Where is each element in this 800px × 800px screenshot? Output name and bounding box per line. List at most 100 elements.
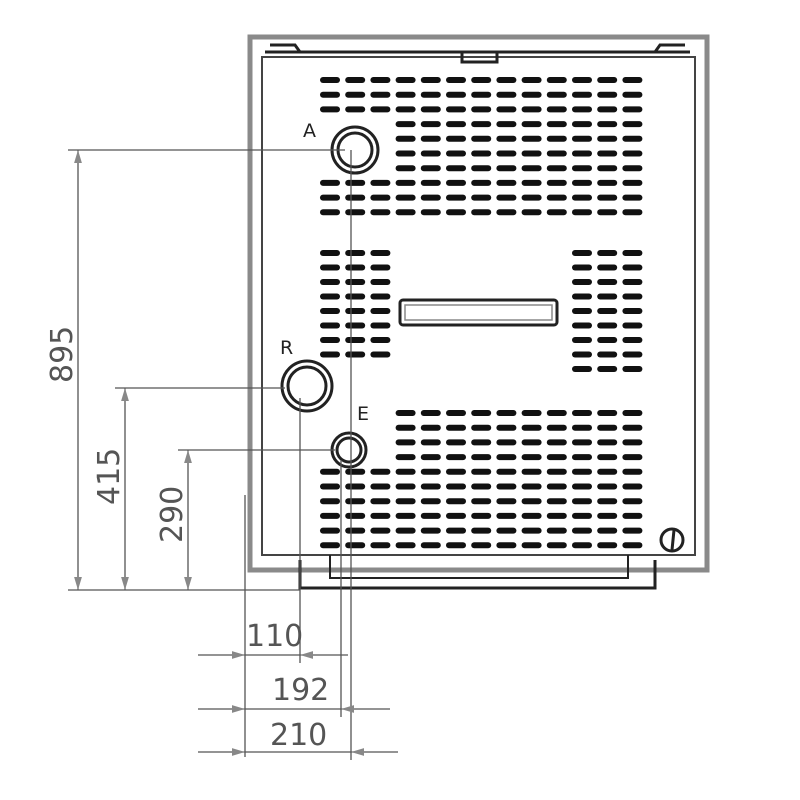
vent-slot — [521, 483, 542, 490]
vent-slot — [496, 483, 517, 490]
vent-slot — [622, 150, 643, 157]
vent-slot — [546, 454, 567, 461]
dimension-290: 290 — [155, 486, 190, 543]
vent-slot — [622, 308, 643, 314]
vent-slot — [572, 279, 592, 285]
vent-slot — [345, 542, 366, 549]
vent-slot — [345, 77, 366, 83]
vent-slot — [572, 209, 592, 216]
vent-slot — [446, 468, 466, 475]
vent-slot — [395, 179, 416, 186]
vent-slot — [622, 121, 643, 128]
vent-slot — [546, 498, 567, 505]
vent-slot — [521, 209, 542, 216]
vent-slot — [420, 91, 441, 98]
vent-slot — [597, 194, 618, 201]
vent-slot — [370, 337, 391, 343]
vent-slot — [622, 483, 643, 490]
vent-slot — [521, 106, 542, 113]
vent-slot — [420, 483, 441, 490]
vent-slot — [572, 150, 592, 157]
vent-slot — [597, 150, 618, 157]
vent-slot — [546, 135, 567, 142]
vent-slot — [320, 337, 340, 343]
vent-slot — [546, 194, 567, 201]
vent-slot — [572, 264, 592, 271]
vent-slot — [446, 135, 466, 142]
vent-slot — [496, 439, 517, 446]
vent-slot — [597, 322, 618, 329]
vent-slot — [597, 264, 618, 271]
vent-slot — [597, 366, 618, 372]
vent-slot — [370, 179, 391, 186]
vent-slot — [597, 424, 618, 431]
vent-slot — [622, 542, 643, 549]
vent-slot — [420, 527, 441, 534]
vent-slot — [572, 250, 592, 256]
vent-slot — [446, 106, 466, 113]
vent-slot — [471, 121, 492, 128]
vent-slot — [320, 264, 340, 271]
vent-slot — [622, 439, 643, 446]
vent-slot — [345, 468, 366, 475]
vent-slot — [395, 77, 416, 83]
vent-slot — [471, 106, 492, 113]
label-R: R — [280, 337, 293, 359]
vent-slot — [496, 194, 517, 201]
vent-slot — [521, 527, 542, 534]
vent-slot — [572, 308, 592, 314]
vent-slot — [622, 351, 643, 358]
vent-slot — [572, 91, 592, 98]
vent-slot — [446, 454, 466, 461]
vent-slot — [496, 135, 517, 142]
vent-slot — [370, 106, 391, 113]
vent-slot — [395, 542, 416, 549]
vent-slot — [320, 250, 340, 256]
vent-slot — [546, 91, 567, 98]
vent-slot — [622, 77, 643, 83]
vent-slot — [370, 527, 391, 534]
vent-slot — [370, 91, 391, 98]
vent-slot — [521, 77, 542, 83]
vent-slot — [395, 498, 416, 505]
vent-slot — [496, 527, 517, 534]
connection-E — [330, 431, 368, 469]
vent-slot — [597, 165, 618, 172]
vent-slot — [622, 454, 643, 461]
vent-slot — [345, 209, 366, 216]
inner-frame — [261, 56, 696, 556]
vent-slot — [320, 512, 340, 519]
vent-slot — [597, 512, 618, 519]
top-rail — [265, 43, 690, 54]
vent-slot — [471, 135, 492, 142]
vent-slot — [420, 106, 441, 113]
vent-slot — [446, 424, 466, 431]
vent-slot — [395, 439, 416, 446]
vent-slot — [546, 121, 567, 128]
vent-slot — [572, 179, 592, 186]
vent-slot — [320, 293, 340, 300]
bottom-base — [298, 560, 657, 590]
vent-slot — [446, 121, 466, 128]
vent-slot — [572, 165, 592, 172]
vent-slot — [597, 121, 618, 128]
vent-slot — [471, 194, 492, 201]
vent-slot — [521, 424, 542, 431]
vent-slot — [597, 279, 618, 285]
vent-slot — [345, 279, 366, 285]
vent-slot — [420, 542, 441, 549]
vent-slot — [572, 77, 592, 83]
vent-slot — [546, 468, 567, 475]
vent-slot — [546, 106, 567, 113]
dimension-415: 415 — [92, 448, 127, 505]
vent-slot — [546, 209, 567, 216]
vent-slot — [471, 77, 492, 83]
vent-slot — [546, 483, 567, 490]
vent-slot — [471, 512, 492, 519]
vent-slot — [370, 351, 391, 358]
vent-slot — [395, 121, 416, 128]
vent-slot — [446, 194, 466, 201]
vent-slot — [395, 135, 416, 142]
vent-slot — [622, 527, 643, 534]
